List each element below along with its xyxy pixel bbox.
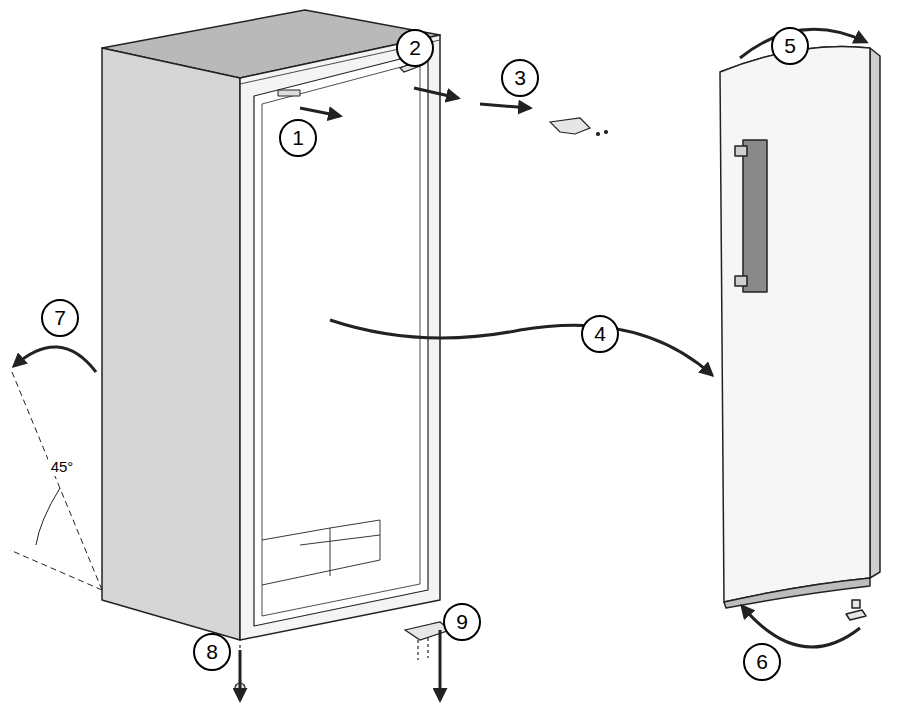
motion-arrows	[14, 29, 866, 700]
hinge-parts	[235, 62, 608, 693]
callout-number: 4	[581, 315, 619, 353]
callout-number: 7	[41, 299, 79, 337]
callout-number: 9	[443, 603, 481, 641]
callout-number: 2	[396, 29, 434, 67]
angle-label: 45°	[48, 457, 77, 476]
callout-number: 6	[743, 643, 781, 681]
tilt-angle-guide	[10, 372, 102, 590]
callout-number: 8	[193, 633, 231, 671]
callout-number: 3	[501, 59, 539, 97]
callout-number: 1	[279, 119, 317, 157]
callout-number: 5	[771, 27, 809, 65]
fridge-cabinet	[102, 10, 440, 640]
fridge-door	[720, 46, 880, 620]
